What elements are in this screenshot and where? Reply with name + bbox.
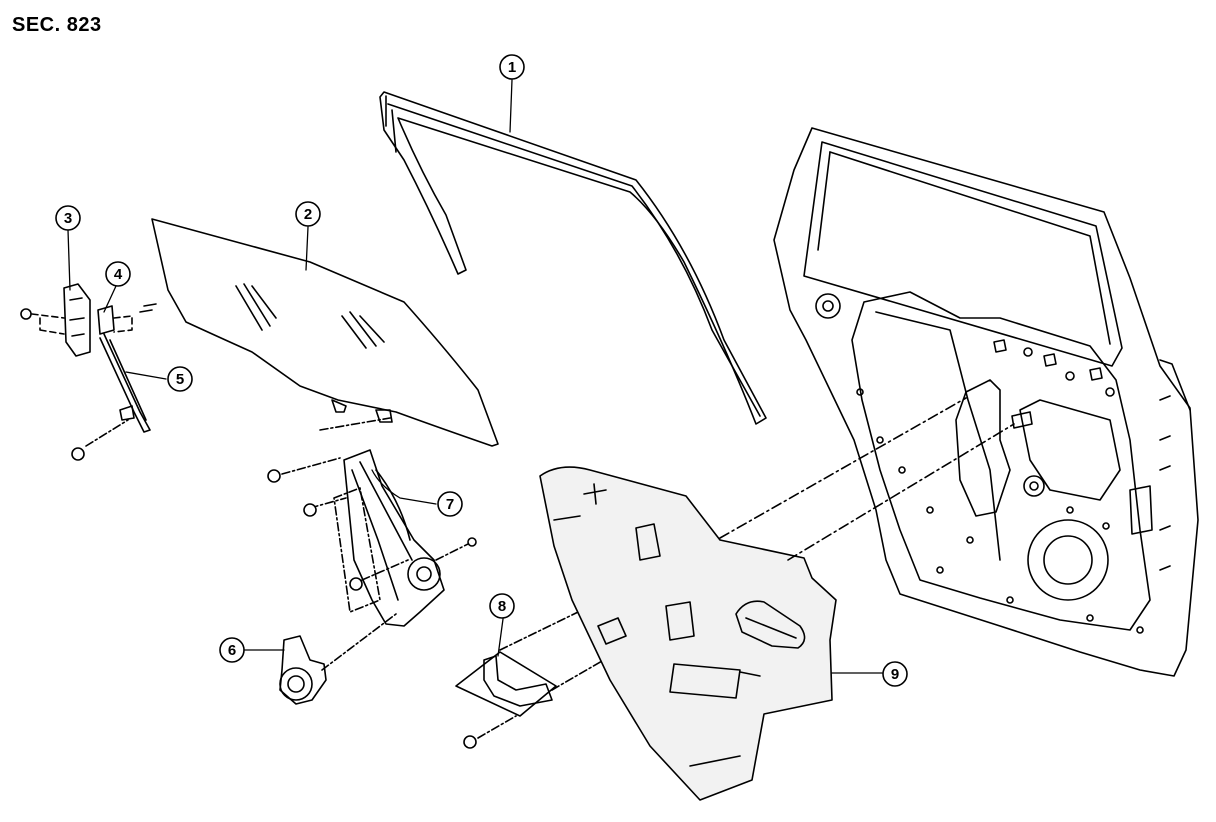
- callout-7-circle: [437, 491, 463, 517]
- callout-2: 2: [295, 201, 321, 227]
- callout-7-number: 7: [446, 496, 454, 513]
- callout-1: 1: [499, 54, 525, 80]
- window-regulator: [267, 417, 477, 627]
- regulator-motor: [279, 613, 397, 705]
- callout-9-number: 9: [891, 666, 899, 683]
- callout-5-number: 5: [176, 371, 184, 388]
- callout-8: 8: [489, 593, 515, 619]
- sash-bracket-assembly: [20, 283, 157, 461]
- callout-3: 3: [55, 205, 81, 231]
- callout-9: 9: [882, 661, 908, 687]
- callout-6-number: 6: [228, 642, 236, 659]
- leader-lines: [67, 79, 883, 674]
- callout-9-circle: [882, 661, 908, 687]
- callout-4-number: 4: [114, 266, 123, 283]
- callout-1-number: 1: [508, 59, 516, 76]
- door-glass: [151, 218, 499, 447]
- callout-2-number: 2: [304, 206, 312, 223]
- callout-6: 6: [219, 637, 245, 663]
- callout-5: 5: [167, 366, 193, 392]
- callout-4: 4: [105, 261, 131, 287]
- callout-5-circle: [167, 366, 193, 392]
- callout-6-circle: [219, 637, 245, 663]
- callout-3-number: 3: [64, 210, 72, 227]
- callout-2-circle: [295, 201, 321, 227]
- callout-8-circle: [489, 593, 515, 619]
- callout-1-circle: [499, 54, 525, 80]
- rear-door-panel: [773, 127, 1199, 677]
- callout-4-circle: [105, 261, 131, 287]
- section-title: SEC. 823: [12, 14, 102, 36]
- glass-run-seal: [379, 91, 767, 425]
- sealing-screen: [539, 397, 1015, 801]
- callout-7: 7: [437, 491, 463, 517]
- callout-8-number: 8: [498, 598, 506, 615]
- callout-3-circle: [55, 205, 81, 231]
